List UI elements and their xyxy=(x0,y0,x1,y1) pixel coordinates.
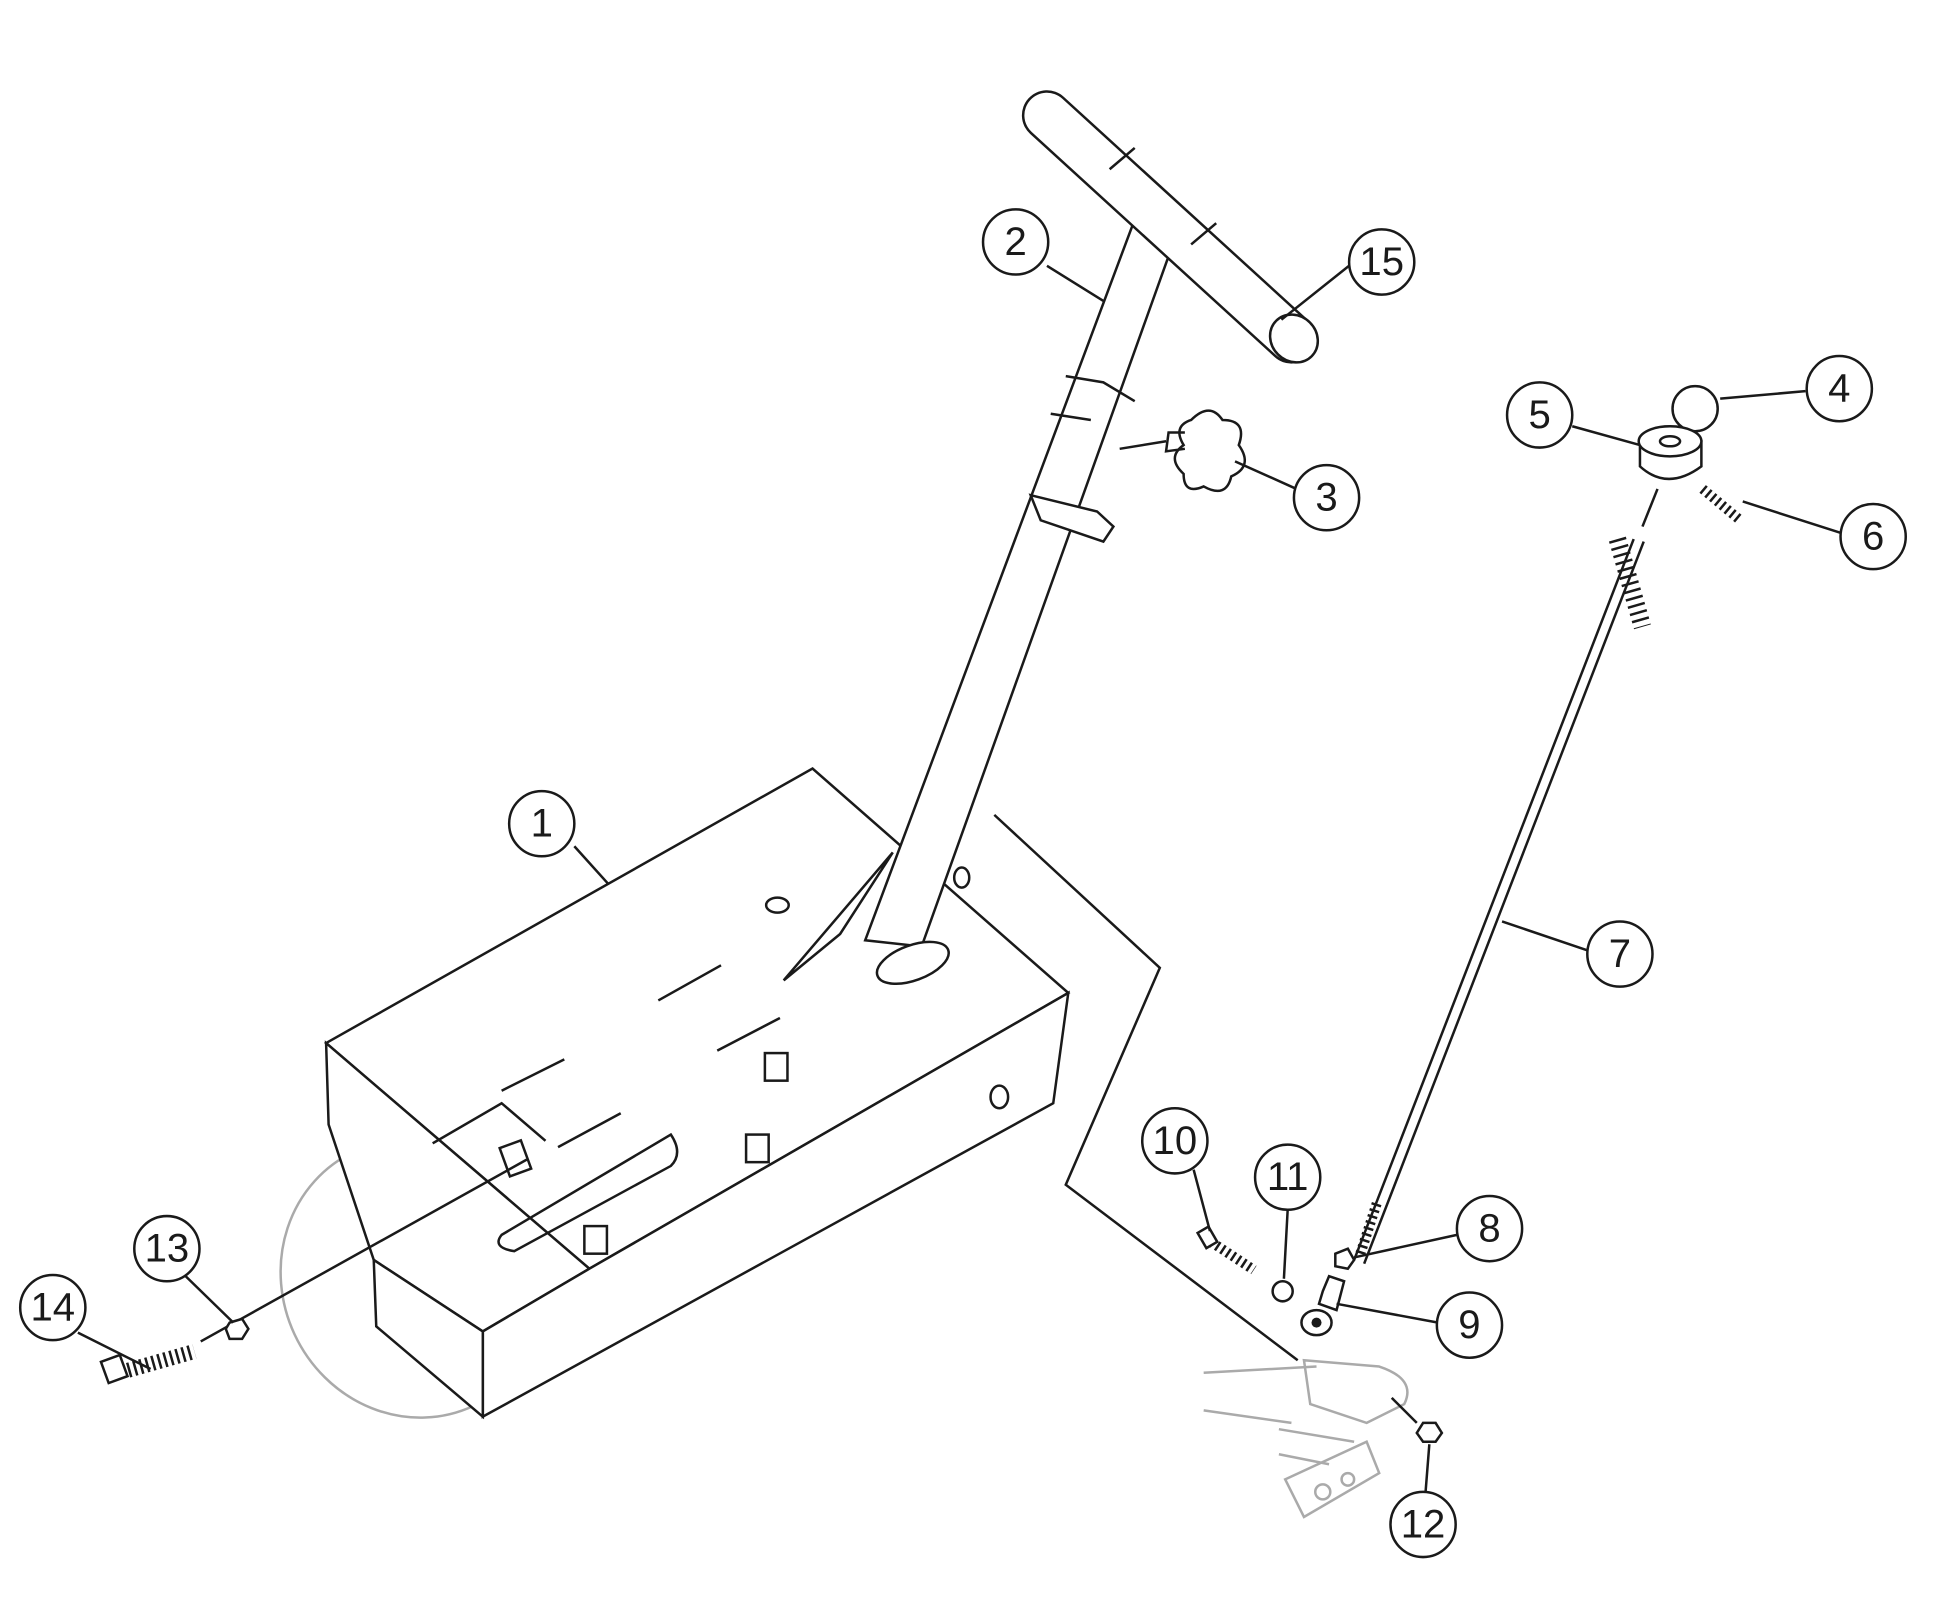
handle-tube xyxy=(782,217,1181,985)
callout-5: 5 xyxy=(1505,381,1574,449)
washer xyxy=(1271,1280,1294,1303)
svg-text:7: 7 xyxy=(1609,932,1631,976)
collar xyxy=(1637,424,1703,481)
rod-end xyxy=(1300,1274,1346,1337)
callout-13: 13 xyxy=(133,1214,201,1283)
svg-text:8: 8 xyxy=(1478,1207,1500,1251)
svg-text:13: 13 xyxy=(145,1227,190,1271)
callout-1: 1 xyxy=(507,789,576,858)
svg-text:10: 10 xyxy=(1153,1119,1198,1163)
ball xyxy=(1671,384,1719,433)
svg-text:2: 2 xyxy=(1004,220,1026,264)
nut xyxy=(224,1317,250,1341)
callout-15: 15 xyxy=(1347,228,1416,296)
threaded-rod xyxy=(1352,488,1659,1265)
svg-text:9: 9 xyxy=(1458,1303,1480,1347)
svg-text:14: 14 xyxy=(30,1286,75,1330)
knob xyxy=(1119,409,1247,493)
callout-4: 4 xyxy=(1805,354,1874,423)
reference-bracket xyxy=(1203,1358,1409,1519)
nut xyxy=(1334,1247,1356,1271)
svg-text:15: 15 xyxy=(1359,240,1404,284)
assembly-boundary-line xyxy=(993,813,1299,1362)
svg-text:11: 11 xyxy=(1267,1155,1309,1199)
svg-text:1: 1 xyxy=(531,802,553,846)
callout-10: 10 xyxy=(1140,1106,1209,1175)
base-housing xyxy=(323,766,1071,1420)
callout-6: 6 xyxy=(1839,502,1907,571)
callout-9: 9 xyxy=(1435,1291,1504,1359)
svg-text:12: 12 xyxy=(1401,1502,1446,1546)
callout-14: 14 xyxy=(18,1273,87,1342)
callout-2: 2 xyxy=(981,208,1050,276)
svg-text:3: 3 xyxy=(1315,476,1337,520)
nut xyxy=(1415,1421,1444,1443)
callout-3: 3 xyxy=(1292,463,1361,532)
callout-11: 11 xyxy=(1253,1143,1322,1212)
svg-text:4: 4 xyxy=(1828,367,1850,411)
grip xyxy=(1021,90,1320,364)
svg-text:5: 5 xyxy=(1529,393,1551,437)
callout-7: 7 xyxy=(1586,920,1654,988)
set-screw xyxy=(1699,485,1744,525)
bolt xyxy=(99,1344,197,1385)
svg-text:6: 6 xyxy=(1862,515,1884,559)
callout-12: 12 xyxy=(1389,1490,1457,1559)
leader-lines xyxy=(77,264,1841,1492)
callout-8: 8 xyxy=(1455,1194,1524,1263)
